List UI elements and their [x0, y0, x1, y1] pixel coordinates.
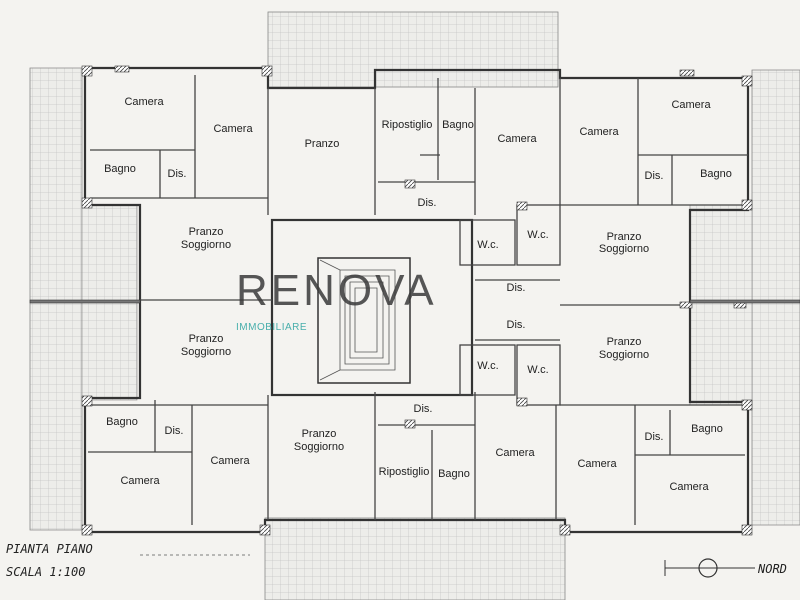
- room-camera-tm: Camera: [497, 133, 537, 145]
- terrace-right: [751, 69, 800, 526]
- room-pranzo-soggiorno-l2b: Soggiorno: [181, 346, 231, 358]
- watermark-logo: RENOVA IMMOBILIARE: [236, 266, 437, 333]
- room-bagno-bm: Bagno: [438, 468, 470, 480]
- north-label: NORD: [757, 562, 787, 576]
- room-camera-br1: Camera: [577, 458, 617, 470]
- logo-tagline: IMMOBILIARE: [236, 322, 307, 333]
- room-dis-tr: Dis.: [645, 170, 664, 182]
- room-bagno-tm: Bagno: [442, 119, 474, 131]
- room-camera-tr1: Camera: [579, 126, 619, 138]
- terrace-left: [29, 67, 83, 531]
- terrace-top: [267, 11, 559, 88]
- plan-scale: SCALA 1:100: [6, 565, 85, 579]
- room-pranzo-soggiorno-bma: Pranzo: [302, 428, 337, 440]
- room-dis-m1: Dis.: [507, 282, 526, 294]
- room-camera-tr2: Camera: [671, 99, 711, 111]
- room-pranzo-soggiorno-l2a: Pranzo: [189, 333, 224, 345]
- room-wc-4: W.c.: [527, 364, 548, 376]
- staircase: [319, 259, 396, 381]
- room-wc-1: W.c.: [477, 239, 498, 251]
- room-pranzo-soggiorno-r1a: Pranzo: [607, 231, 642, 243]
- room-dis-bl: Dis.: [165, 425, 184, 437]
- room-camera-bl1: Camera: [120, 475, 160, 487]
- room-wc-2: W.c.: [527, 229, 548, 241]
- room-pranzo-soggiorno-r2a: Pranzo: [607, 336, 642, 348]
- room-pranzo-soggiorno-r1b: Soggiorno: [599, 243, 649, 255]
- room-dis-br: Dis.: [645, 431, 664, 443]
- room-bagno-tl: Bagno: [104, 163, 136, 175]
- room-labels: Camera Camera Bagno Dis. Pranzo Ripostig…: [104, 96, 732, 493]
- compass-circle-icon: [698, 558, 718, 578]
- room-dis-tl: Dis.: [168, 168, 187, 180]
- room-camera-br2: Camera: [669, 481, 709, 493]
- columns: [29, 65, 800, 536]
- room-pranzo-soggiorno-l1b: Soggiorno: [181, 239, 231, 251]
- room-pranzo-soggiorno-l1a: Pranzo: [189, 226, 224, 238]
- room-pranzo: Pranzo: [305, 138, 340, 150]
- room-bagno-br: Bagno: [691, 423, 723, 435]
- title-block: PIANTA PIANO SCALA 1:100: [6, 542, 250, 579]
- plan-title: PIANTA PIANO: [6, 542, 93, 556]
- logo-brand: RENOVA: [236, 266, 437, 315]
- room-camera-bm: Camera: [495, 447, 535, 459]
- room-camera-bl2: Camera: [210, 455, 250, 467]
- room-wc-3: W.c.: [477, 360, 498, 372]
- room-pranzo-soggiorno-bmb: Soggiorno: [294, 441, 344, 453]
- room-bagno-bl: Bagno: [106, 416, 138, 428]
- room-pranzo-soggiorno-r2b: Soggiorno: [599, 349, 649, 361]
- room-dis-tm: Dis.: [418, 197, 437, 209]
- room-camera-tl2: Camera: [213, 123, 253, 135]
- partitions: [88, 75, 748, 525]
- room-ripostiglio-b: Ripostiglio: [379, 466, 430, 478]
- room-ripostiglio-t: Ripostiglio: [382, 119, 433, 131]
- room-camera-tl1: Camera: [124, 96, 164, 108]
- room-bagno-tr: Bagno: [700, 168, 732, 180]
- room-dis-bm: Dis.: [414, 403, 433, 415]
- room-dis-m2: Dis.: [507, 319, 526, 331]
- north-arrow: NORD: [664, 558, 787, 578]
- terrace-bottom: [264, 517, 566, 600]
